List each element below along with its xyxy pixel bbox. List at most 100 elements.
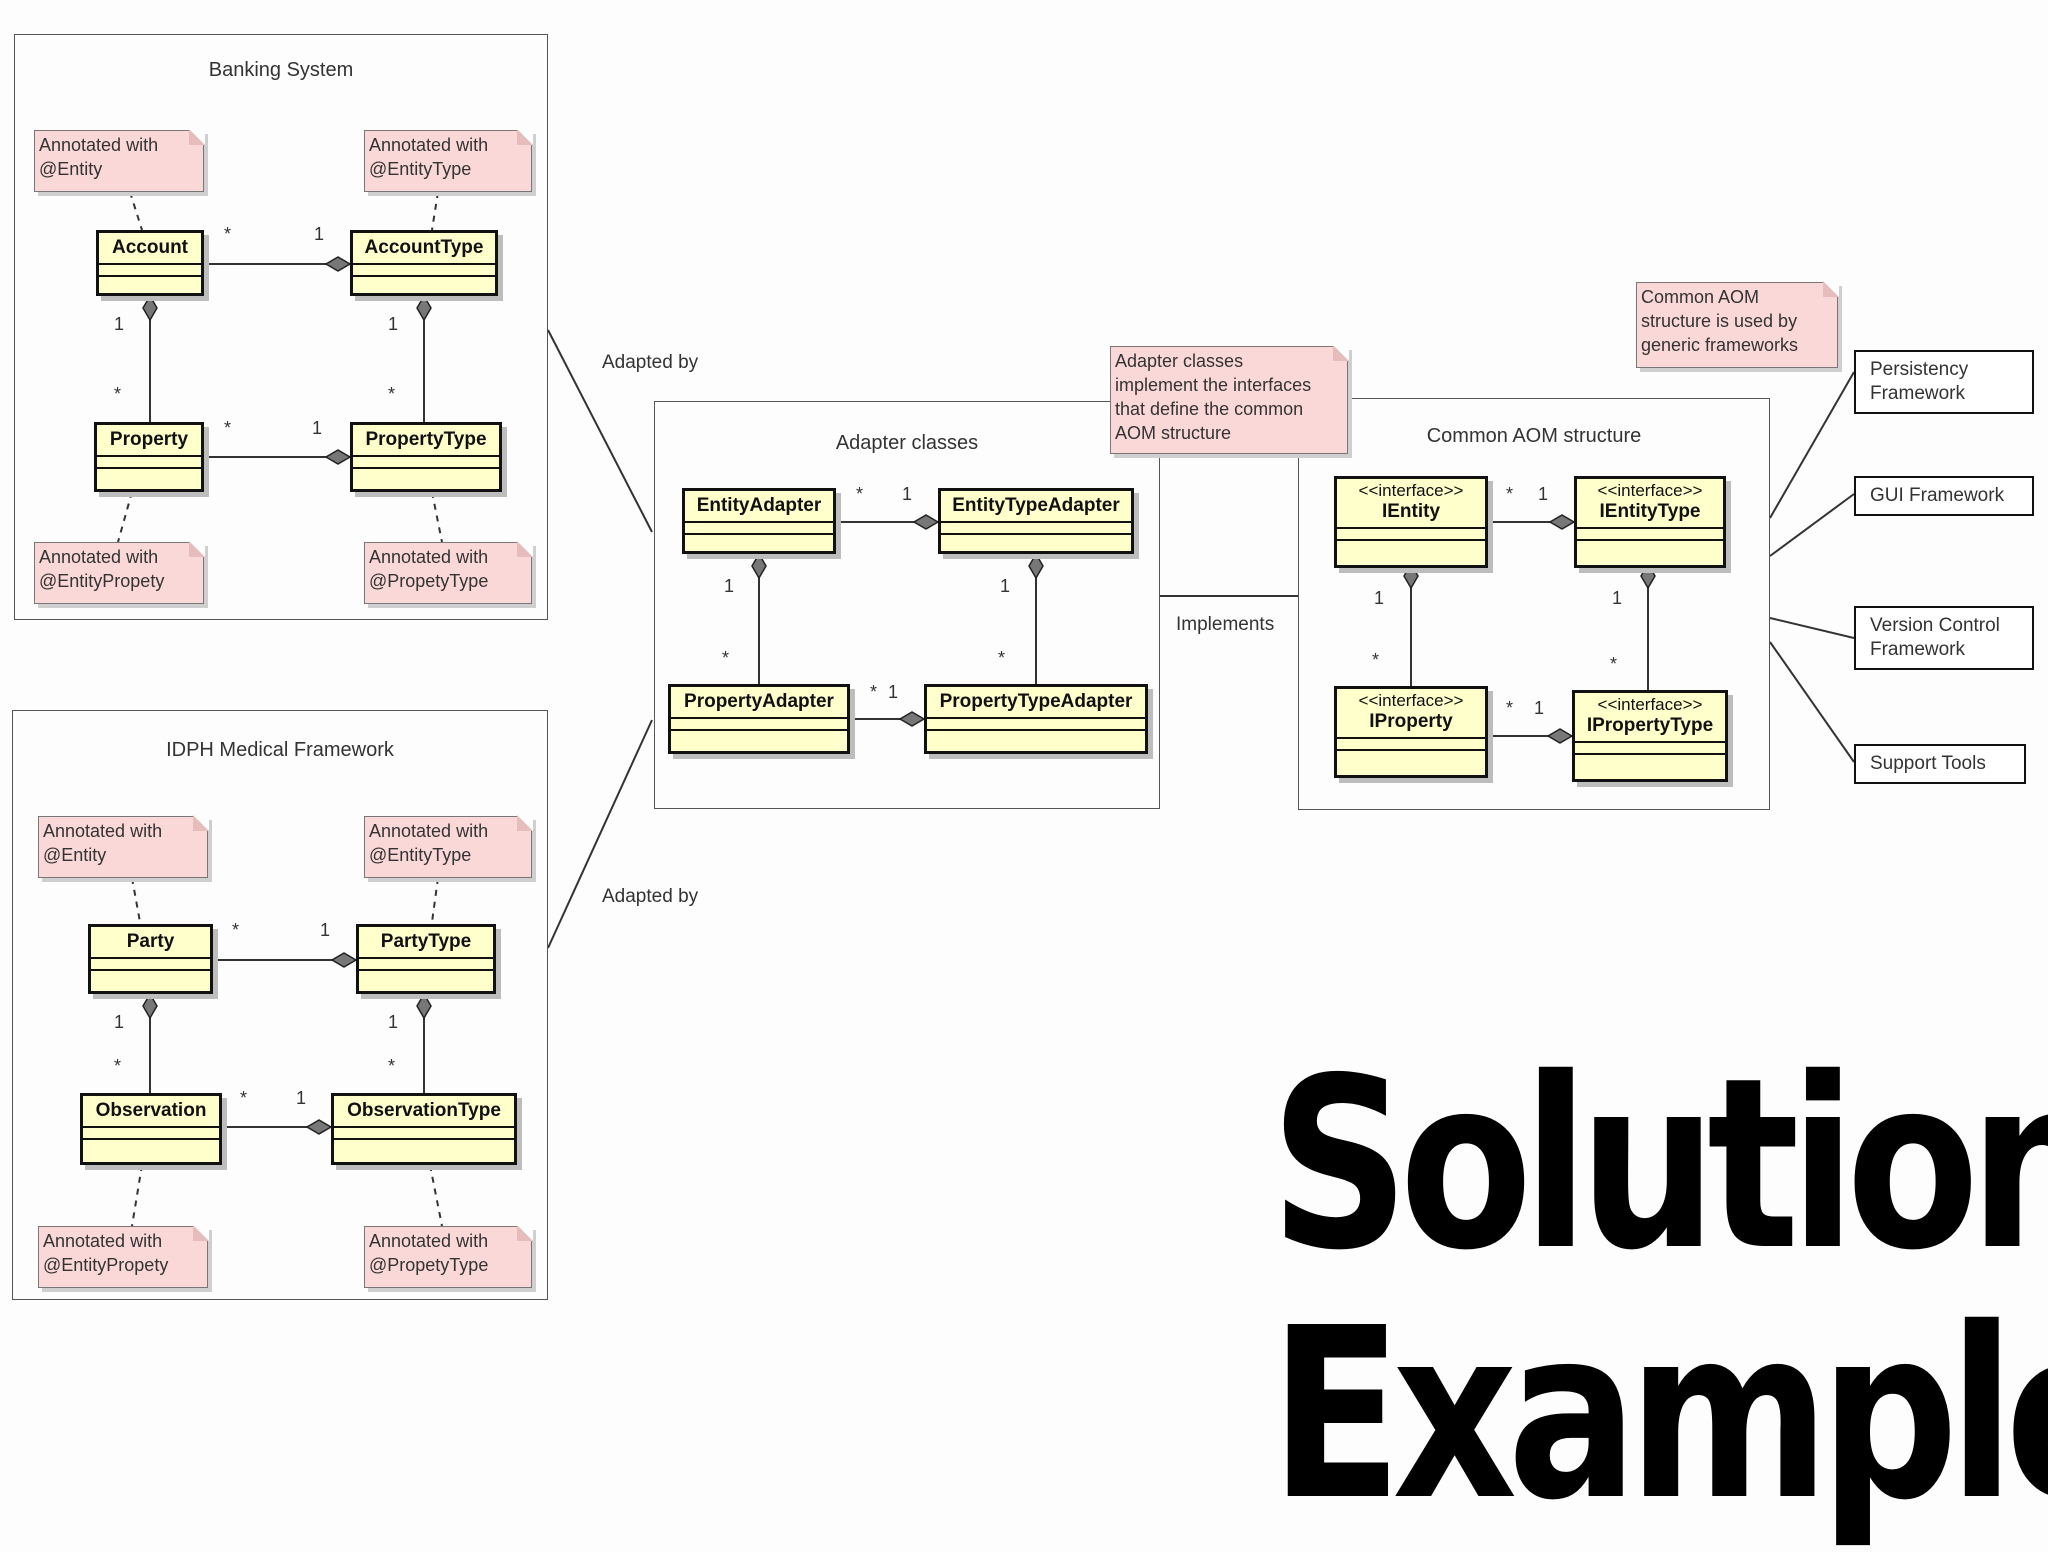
class-name: ObservationType [334, 1096, 514, 1128]
class-account[interactable]: Account [96, 230, 204, 296]
note-text: Annotated with @EntityType [369, 821, 489, 865]
class-name: Property [97, 425, 201, 457]
multiplicity-one: 1 [312, 418, 323, 438]
note-anchor-party [131, 877, 141, 923]
note-fold-icon [193, 1225, 209, 1241]
note-annotated-propetytype: Annotated with @PropetyType [364, 1225, 533, 1288]
class-observation[interactable]: Observation [80, 1093, 222, 1165]
headline-line: Example [1270, 1277, 2048, 1552]
class-name: EntityAdapter [685, 491, 833, 523]
class-observationtype[interactable]: ObservationType [331, 1093, 517, 1165]
package-title: IDPH Medical Framework [166, 739, 394, 761]
interface-name: IEntity [1381, 501, 1441, 522]
composition-diamond-icon [1028, 552, 1044, 580]
label-implements: Implements [1176, 614, 1275, 635]
multiplicity-one: 1 [902, 484, 913, 504]
multiplicity-many: * [224, 418, 232, 438]
note-annotated-entity: Annotated with @Entity [34, 129, 205, 192]
class-attributes [353, 457, 499, 469]
interface-header: <<interface>> IProperty [1337, 689, 1485, 739]
composition-diamond-icon [1640, 562, 1656, 590]
class-party[interactable]: Party [88, 924, 213, 994]
class-attributes [83, 1128, 219, 1140]
note-fold-icon [517, 1225, 533, 1241]
note-text: Annotated with @EntityPropety [39, 547, 165, 591]
class-name: PropertyAdapter [671, 687, 847, 719]
multiplicity-many: * [722, 648, 730, 668]
label-adapted-by: Adapted by [602, 352, 699, 373]
multiplicity-many: * [114, 384, 122, 404]
class-propertyadapter[interactable]: PropertyAdapter [668, 684, 850, 754]
class-attributes [1337, 529, 1485, 541]
class-property[interactable]: Property [94, 422, 204, 492]
multiplicity-many: * [1610, 654, 1618, 674]
class-propertytype[interactable]: PropertyType [350, 422, 502, 492]
interface-name: IEntityType [1599, 501, 1701, 522]
interface-ientity[interactable]: <<interface>> IEntity [1334, 476, 1488, 568]
note-anchor-observationtype [429, 1164, 443, 1227]
multiplicity-many: * [1372, 650, 1380, 670]
interface-header: <<interface>> IPropertyType [1575, 693, 1725, 743]
class-attributes [685, 523, 833, 535]
interface-ientitytype[interactable]: <<interface>> IEntityType [1574, 476, 1726, 568]
class-accounttype[interactable]: AccountType [350, 230, 498, 296]
class-entityadapter[interactable]: EntityAdapter [682, 488, 836, 554]
interface-ipropertytype[interactable]: <<interface>> IPropertyType [1572, 690, 1728, 782]
class-attributes [1577, 529, 1723, 541]
package-adapter-classes: Adapter classes [654, 401, 1160, 809]
class-name: EntityTypeAdapter [941, 491, 1131, 523]
class-attributes [334, 1128, 514, 1140]
note-annotated-entitypropety: Annotated with @EntityPropety [38, 1225, 209, 1288]
multiplicity-many: * [388, 1056, 396, 1076]
composition-diamond-icon [324, 449, 352, 465]
package-title: Banking System [208, 59, 354, 81]
multiplicity-one: 1 [888, 682, 899, 702]
class-attributes [91, 959, 210, 971]
interface-stereotype: <<interface>> [1358, 691, 1464, 710]
note-fold-icon [189, 129, 205, 145]
class-attributes [359, 959, 493, 971]
note-fold-icon [1823, 281, 1839, 297]
class-attributes [1337, 739, 1485, 751]
note-text: Annotated with @PropetyType [369, 1231, 489, 1275]
framework-gui[interactable]: GUI Framework [1854, 476, 2034, 516]
note-anchor-observation [131, 1164, 143, 1227]
class-name: AccountType [353, 233, 495, 265]
multiplicity-one: 1 [1374, 588, 1385, 608]
multiplicity-many: * [232, 920, 240, 940]
note-annotated-entity: Annotated with @Entity [38, 815, 209, 878]
link-banking-adapter [547, 329, 653, 533]
note-annotated-entitytype: Annotated with @EntityType [364, 815, 533, 878]
multiplicity-one: 1 [314, 224, 325, 244]
class-entitytypeadapter[interactable]: EntityTypeAdapter [938, 488, 1134, 554]
multiplicity-many: * [114, 1056, 122, 1076]
link-aom-version-control [1769, 617, 1855, 639]
class-attributes [99, 265, 201, 277]
multiplicity-many: * [388, 384, 396, 404]
interface-stereotype: <<interface>> [1597, 695, 1703, 714]
interface-iproperty[interactable]: <<interface>> IProperty [1334, 686, 1488, 778]
composition-diamond-icon [1546, 728, 1574, 744]
link-aom-persistency [1769, 371, 1855, 519]
package-title: Adapter classes [835, 432, 979, 454]
multiplicity-one: 1 [1538, 484, 1549, 504]
class-propertytypeadapter[interactable]: PropertyTypeAdapter [924, 684, 1148, 754]
multiplicity-many: * [240, 1088, 248, 1108]
framework-persistency[interactable]: Persistency Framework [1854, 350, 2034, 414]
interface-name: IPropertyType [1586, 715, 1714, 736]
note-text: Annotated with @Entity [39, 135, 159, 179]
composition-diamond-icon [142, 992, 158, 1020]
multiplicity-one: 1 [114, 314, 125, 334]
class-name: Party [91, 927, 210, 959]
class-partytype[interactable]: PartyType [356, 924, 496, 994]
interface-name: IProperty [1369, 711, 1453, 732]
note-fold-icon [517, 815, 533, 831]
composition-diamond-icon [1548, 514, 1576, 530]
interface-stereotype: <<interface>> [1597, 481, 1703, 500]
framework-support-tools[interactable]: Support Tools [1854, 744, 2026, 784]
composition-diamond-icon [912, 514, 940, 530]
composition-diamond-icon [142, 294, 158, 322]
interface-header: <<interface>> IEntity [1337, 479, 1485, 529]
framework-version-control[interactable]: Version Control Framework [1854, 606, 2034, 670]
